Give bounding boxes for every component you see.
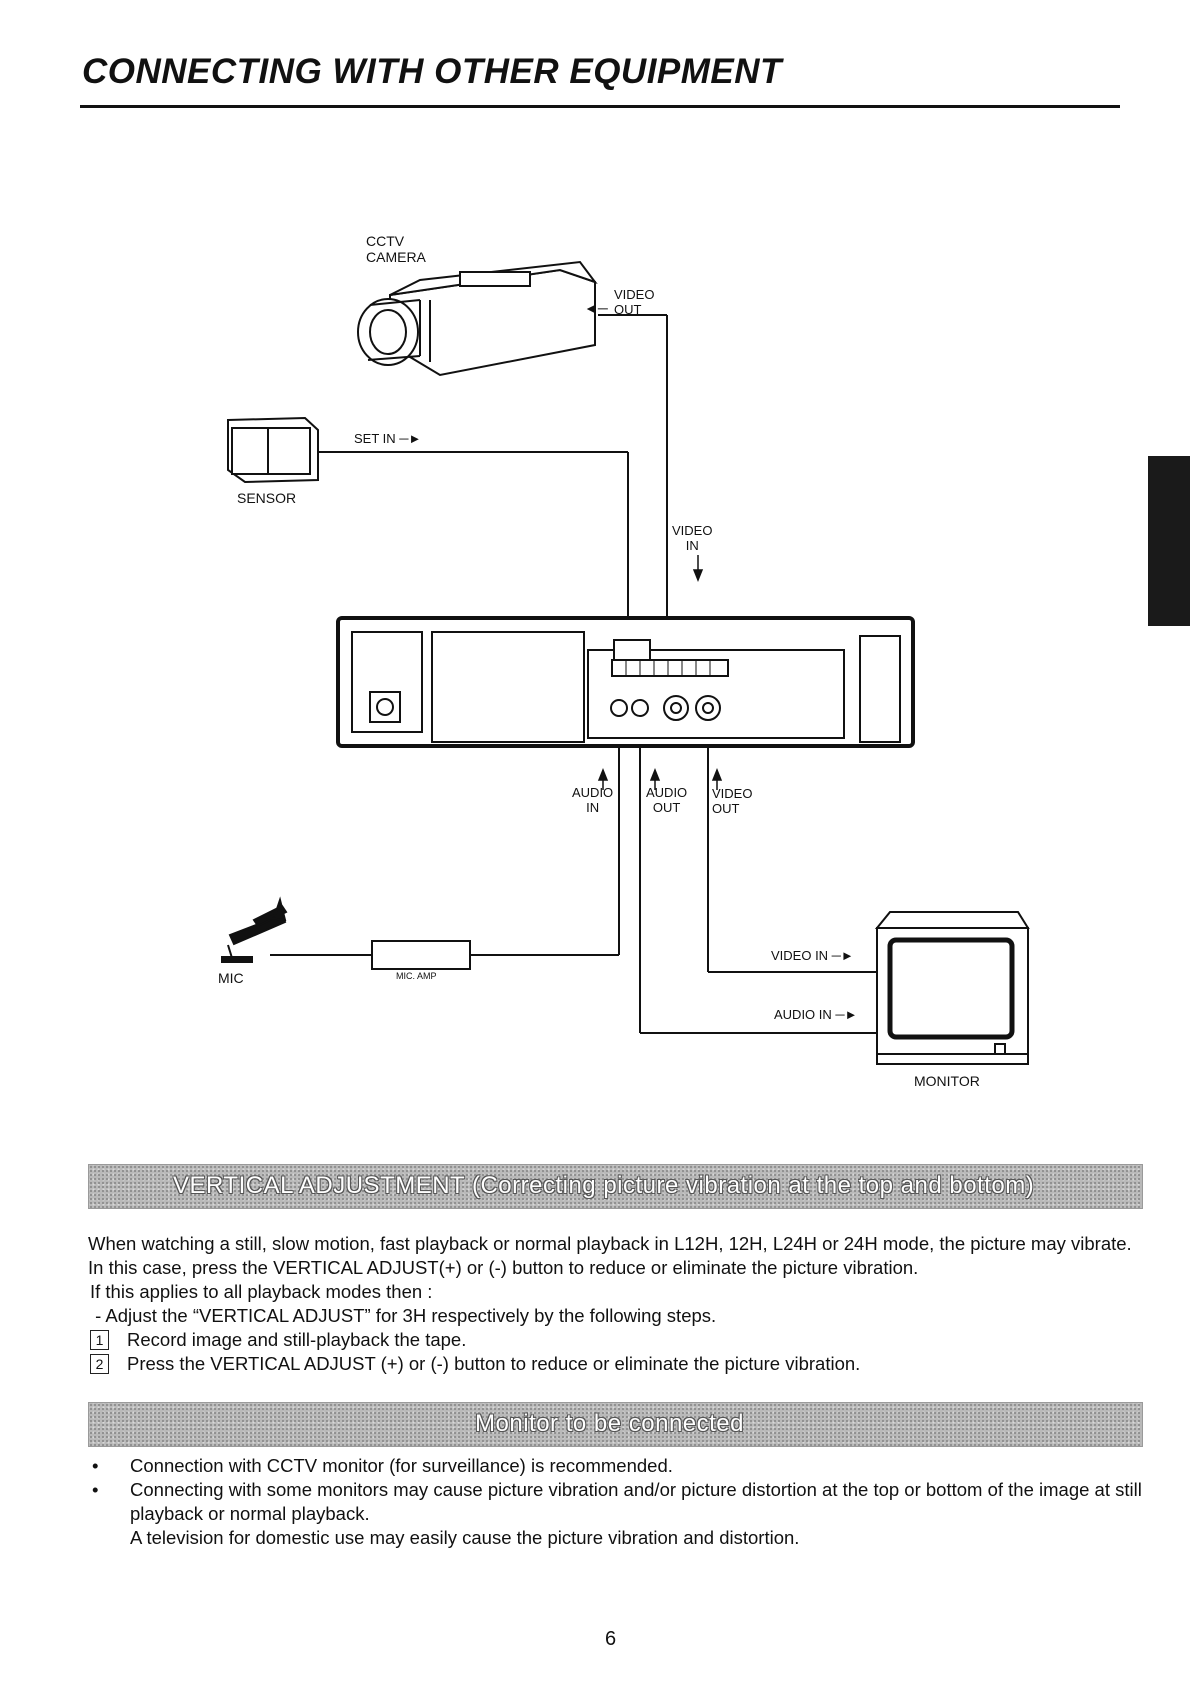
- cctv-camera-icon: [357, 260, 598, 377]
- bullet-text: Connecting with some monitors may cause …: [130, 1479, 1142, 1548]
- vertical-adjustment-heading: VERTICAL ADJUSTMENT (Correcting picture …: [173, 1172, 1035, 1199]
- sensor-label: SENSOR: [237, 490, 297, 506]
- title-rule: [80, 105, 1120, 108]
- mic-label: MIC: [218, 970, 244, 986]
- camera-video-out-label: VIDEO OUT: [614, 287, 655, 317]
- monitor-audio-in-label: AUDIO IN ─►: [774, 1007, 858, 1022]
- monitor-bullet-list: • Connection with CCTV monitor (for surve…: [92, 1454, 1152, 1550]
- page-title: CONNECTING WITH OTHER EQUIPMENT: [82, 52, 782, 91]
- bullet-item: • Connection with CCTV monitor (for surve…: [92, 1454, 1152, 1478]
- vcr-terminal-strip: [625, 660, 711, 676]
- vcr-video-in-label: VIDEO IN: [672, 523, 713, 553]
- bullet-icon: •: [92, 1455, 99, 1476]
- step-1: 1 Record image and still-playback the tap…: [90, 1328, 466, 1352]
- bullet-icon: •: [92, 1479, 99, 1500]
- monitor-heading: Monitor to be connected: [475, 1410, 744, 1437]
- vcr-rear-panel-icon: [336, 616, 915, 748]
- sensor-icon: [227, 416, 319, 484]
- bullet-text: Connection with CCTV monitor (for survei…: [130, 1455, 673, 1476]
- vcr-video-out-label: VIDEO OUT: [712, 786, 753, 816]
- vertical-adjustment-instruction: - Adjust the “VERTICAL ADJUST” for 3H re…: [90, 1305, 717, 1326]
- monitor-label: MONITOR: [914, 1073, 980, 1089]
- monitor-heading-bar: Monitor to be connected: [88, 1402, 1143, 1447]
- vertical-adjustment-heading-bar: VERTICAL ADJUSTMENT (Correcting picture …: [88, 1164, 1143, 1209]
- step-number: 2: [90, 1354, 109, 1374]
- connection-diagram: [221, 260, 1030, 1065]
- set-in-label: SET IN ─►: [354, 431, 422, 446]
- monitor-video-in-label: VIDEO IN ─►: [771, 948, 854, 963]
- vertical-adjustment-paragraph: When watching a still, slow motion, fast…: [88, 1233, 1132, 1278]
- step-2: 2 Press the VERTICAL ADJUST (+) or (-) bu…: [90, 1352, 860, 1376]
- step-text: Record image and still-playback the tape…: [127, 1329, 467, 1350]
- bullet-item: • Connecting with some monitors may cause…: [92, 1478, 1152, 1550]
- page-number: 6: [605, 1628, 617, 1650]
- audio-out-label: AUDIO OUT: [646, 785, 688, 815]
- mic-amp-icon: [371, 940, 471, 970]
- step-text: Press the VERTICAL ADJUST (+) or (-) but…: [127, 1353, 861, 1374]
- direction-arrows: [597, 555, 723, 790]
- camera-label: CCTV CAMERA: [366, 233, 426, 265]
- mic-amp-label: MIC. AMP: [396, 971, 437, 981]
- audio-in-label: AUDIO IN: [572, 785, 614, 815]
- step-number: 1: [90, 1330, 109, 1350]
- language-tab: ENGLISH: [1127, 456, 1190, 638]
- microphone-icon: [221, 896, 288, 963]
- vertical-adjustment-condition: If this applies to all playback modes th…: [90, 1281, 433, 1302]
- video-out-arrow: ◄─: [584, 300, 608, 316]
- monitor-icon: [874, 911, 1030, 1065]
